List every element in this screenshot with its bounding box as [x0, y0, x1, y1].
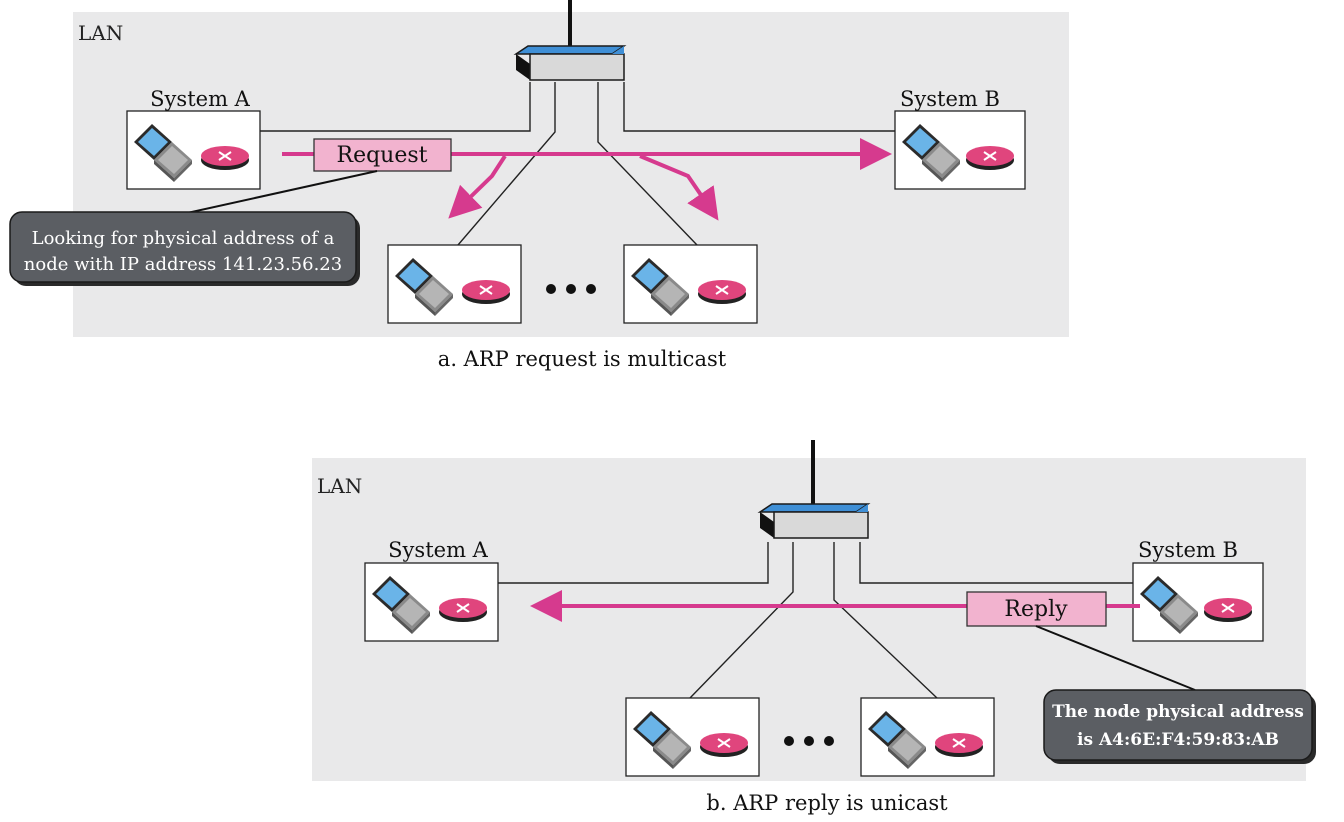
lan-b-cables [498, 542, 1133, 699]
system-a-node [364, 562, 499, 642]
callout-a-line2: node with IP address 141.23.56.23 [24, 254, 342, 275]
lower-node-1 [625, 697, 760, 777]
callout-b: The node physical address is A4:6E:F4:59… [1043, 689, 1316, 764]
request-packet: Request [313, 138, 452, 172]
ellipsis-dots [784, 736, 834, 746]
callout-a: Looking for physical address of a node w… [9, 211, 360, 286]
system-b-label: System B [900, 87, 1000, 111]
callout-b-pointer [1035, 625, 1196, 691]
callout-b-line2: is A4:6E:F4:59:83:AB [1077, 730, 1279, 750]
network-card-icon [438, 597, 488, 623]
lan-a-cables [260, 82, 895, 246]
network-card-icon [934, 732, 984, 758]
network-card-icon [699, 732, 749, 758]
lan-a-label: LAN [78, 21, 123, 45]
system-b-node [1132, 562, 1264, 642]
reply-packet: Reply [966, 591, 1107, 627]
panel-a: LAN System A System B [9, 0, 1069, 371]
network-card-icon [461, 279, 511, 305]
arrow-to-node-1 [448, 154, 507, 219]
switch-b [759, 503, 869, 539]
callout-b-line1: The node physical address [1052, 702, 1304, 722]
system-a-label-b: System A [388, 538, 488, 562]
arrow-to-node-2 [639, 154, 719, 221]
network-card-icon [697, 279, 747, 305]
caption-a: a. ARP request is multicast [438, 347, 727, 371]
system-a-label: System A [150, 87, 250, 111]
lower-node-2 [860, 697, 995, 777]
lower-node-1 [387, 244, 522, 324]
request-packet-label: Request [337, 143, 428, 168]
lan-b-label: LAN [317, 474, 362, 498]
network-card-icon [200, 145, 250, 171]
network-card-icon [1203, 597, 1253, 623]
panel-b: LAN System A System B [312, 440, 1316, 815]
callout-a-pointer [159, 170, 378, 220]
switch-a [515, 45, 625, 81]
system-b-label-b: System B [1138, 538, 1238, 562]
network-card-icon [965, 145, 1015, 171]
reply-packet-label: Reply [1004, 597, 1068, 622]
lower-node-2 [623, 244, 758, 324]
caption-b: b. ARP reply is unicast [706, 791, 948, 815]
callout-a-line1: Looking for physical address of a [32, 228, 335, 249]
system-a-node [126, 110, 261, 190]
ellipsis-dots [546, 284, 596, 294]
system-b-node [894, 110, 1026, 190]
